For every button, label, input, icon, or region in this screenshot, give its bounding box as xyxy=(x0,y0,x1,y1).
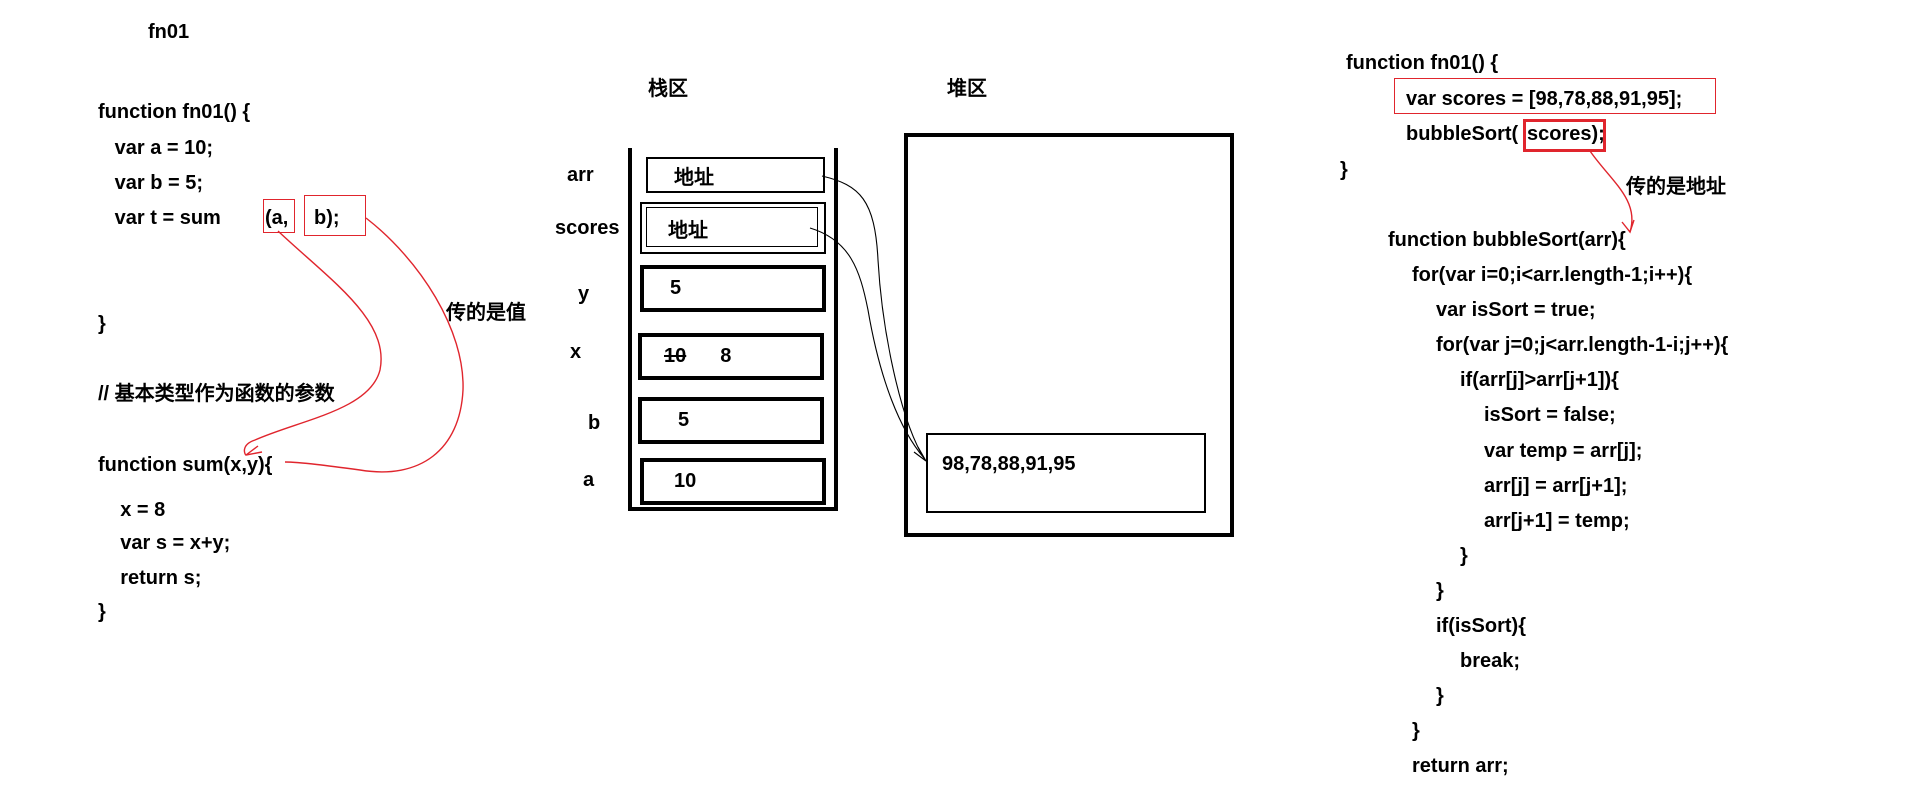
code-line: isSort = false; xyxy=(1484,404,1616,426)
stack-cell-a: 10 xyxy=(640,458,826,505)
address-value: 地址 xyxy=(668,219,708,242)
stack-cell-scores: 地址 xyxy=(640,202,826,254)
code-line: for(var i=0;i<arr.length-1;i++){ xyxy=(1412,264,1693,286)
code-line: var t = sum xyxy=(98,207,221,229)
arg-a-highlight xyxy=(263,199,295,233)
code-line: var a = 10; xyxy=(98,137,214,159)
code-line: var scores = [98,78,88,91,95]; xyxy=(1406,88,1683,110)
code-line: } xyxy=(1436,685,1444,707)
stack-cell-y: 5 xyxy=(640,265,826,312)
code-line: var temp = arr[j]; xyxy=(1484,440,1643,462)
stack-cell-b: 5 xyxy=(638,397,824,444)
code-line: } xyxy=(1436,580,1444,602)
address-value: 地址 xyxy=(674,166,714,189)
x-old-value: 10 xyxy=(664,345,687,367)
code-line: } xyxy=(1340,159,1348,181)
pass-by-address-annotation: 传的是地址 xyxy=(1626,176,1726,198)
code-line: function bubbleSort(arr){ xyxy=(1388,229,1626,251)
code-line: function sum(x,y){ xyxy=(98,454,273,476)
heap-title: 堆区 xyxy=(947,78,987,100)
arg-a-to-param-arrow xyxy=(243,230,382,456)
code-line: var s = x+y; xyxy=(98,532,231,554)
code-line: return s; xyxy=(98,567,202,589)
stack-label-a: a xyxy=(583,469,595,491)
y-value: 5 xyxy=(670,277,682,299)
scores-declaration-highlight xyxy=(1394,78,1716,114)
stack-label-y: y xyxy=(578,283,590,305)
code-line: if(isSort){ xyxy=(1436,615,1526,637)
code-line: break; xyxy=(1460,650,1521,672)
code-line: if(arr[j]>arr[j+1]){ xyxy=(1460,369,1619,391)
bubble-sort-arg: scores); xyxy=(1527,123,1605,145)
code-line: for(var j=0;j<arr.length-1-i;j++){ xyxy=(1436,334,1729,356)
scores-arg-highlight xyxy=(1523,119,1606,152)
code-line: } xyxy=(98,313,106,335)
x-new-value: 8 xyxy=(720,345,732,367)
stack-label-scores: scores xyxy=(555,217,620,239)
heap-array-values: 98,78,88,91,95 xyxy=(942,453,1076,475)
stack-label-arr: arr xyxy=(567,164,594,186)
code-line: return arr; xyxy=(1412,755,1509,777)
code-line: x = 8 xyxy=(98,499,166,521)
heap-array-object: 98,78,88,91,95 xyxy=(926,433,1206,513)
code-line: arr[j+1] = temp; xyxy=(1484,510,1630,532)
code-line: var b = 5; xyxy=(98,172,204,194)
fn01-caption: fn01 xyxy=(148,21,190,43)
code-line: } xyxy=(1460,545,1468,567)
stack-cell-x: 10 8 xyxy=(638,333,824,380)
stack-cell-arr: 地址 xyxy=(646,157,825,193)
code-line: arr[j] = arr[j+1]; xyxy=(1484,475,1628,497)
code-comment: // 基本类型作为函数的参数 xyxy=(98,383,335,405)
a-value: 10 xyxy=(674,470,697,492)
code-line: } xyxy=(98,601,106,623)
code-line: var isSort = true; xyxy=(1436,299,1596,321)
arg-b-to-param-arrow xyxy=(284,217,464,473)
code-line: } xyxy=(1412,720,1420,742)
sum-arg-a: (a, xyxy=(265,207,289,229)
pass-by-value-annotation: 传的是值 xyxy=(446,302,526,324)
code-line: bubbleSort( xyxy=(1406,123,1519,145)
code-line: function fn01() { xyxy=(98,101,251,123)
stack-label-b: b xyxy=(588,412,601,434)
stack-title: 栈区 xyxy=(648,78,688,100)
stack-label-x: x xyxy=(570,341,582,363)
arg-b-highlight xyxy=(304,195,366,236)
b-value: 5 xyxy=(678,409,690,431)
code-line: function fn01() { xyxy=(1346,52,1499,74)
